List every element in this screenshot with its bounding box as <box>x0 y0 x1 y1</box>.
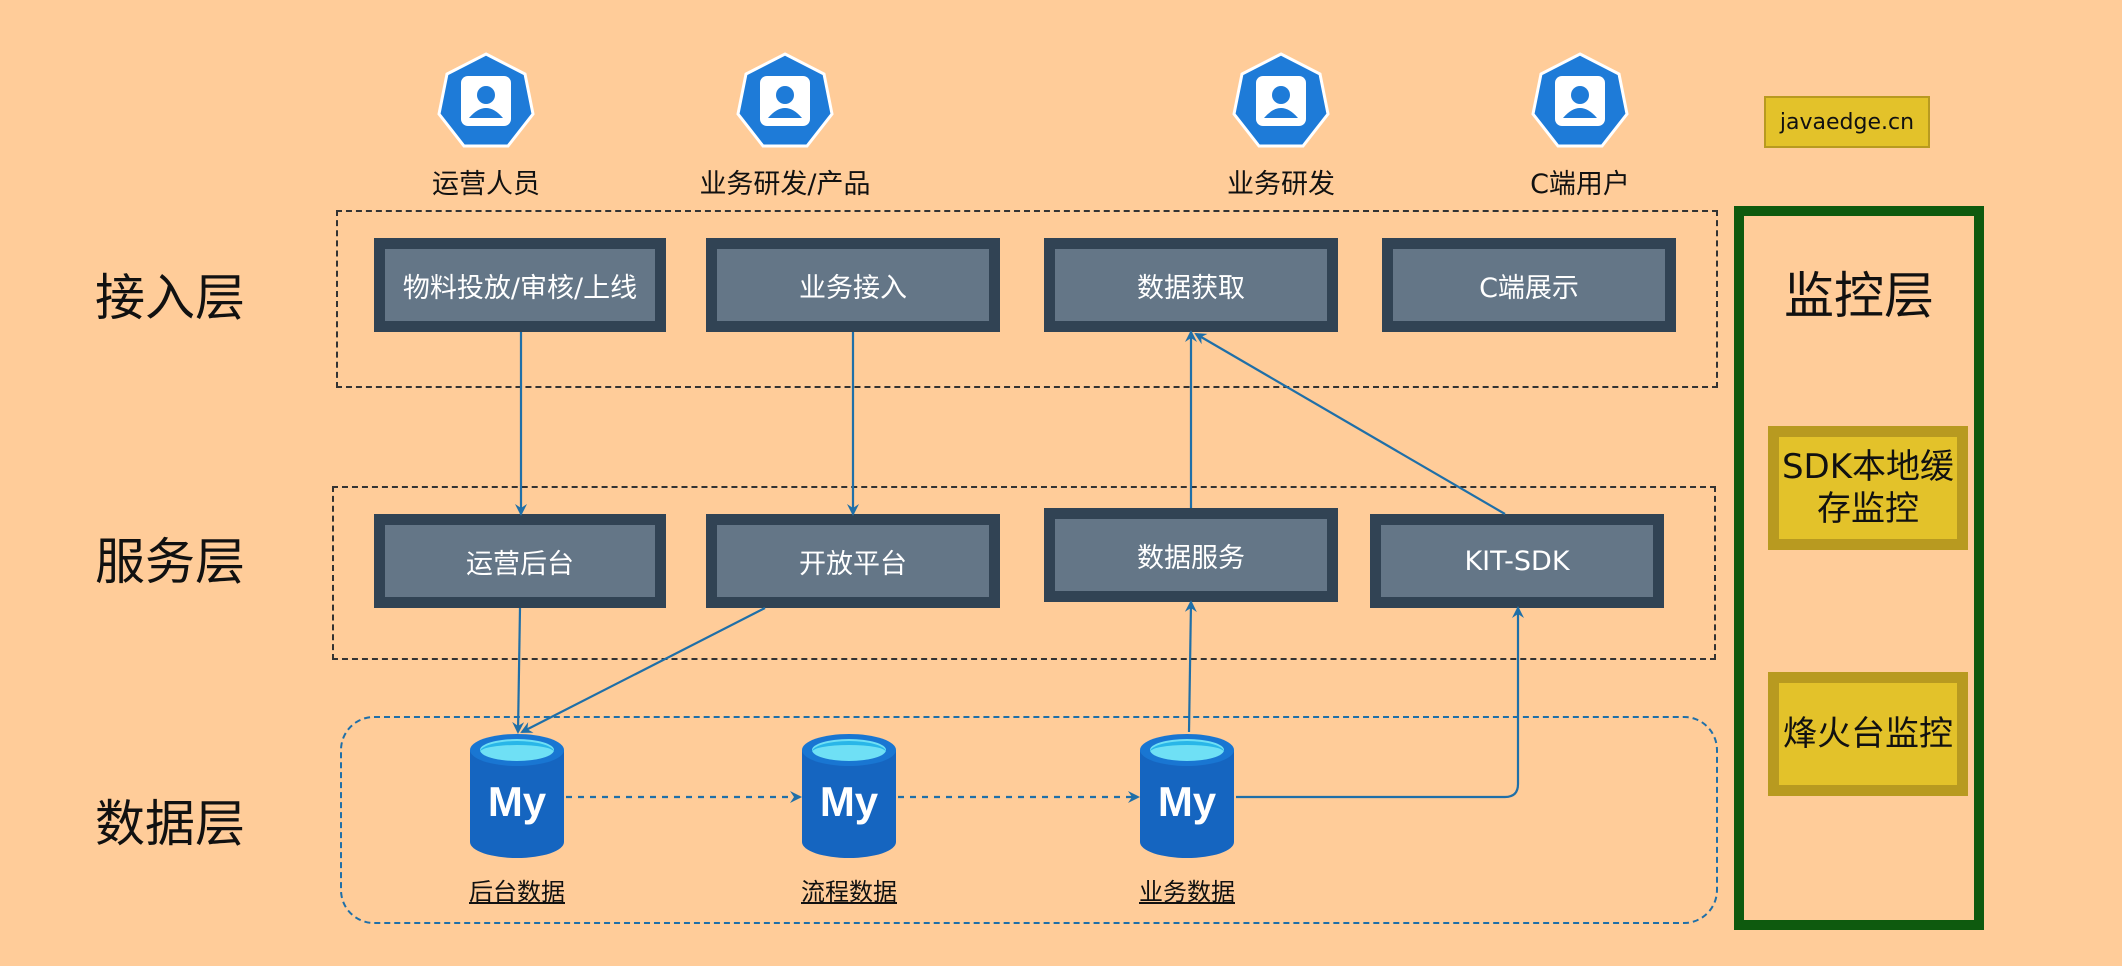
access-box-data-fetch[interactable]: 数据获取 <box>1044 238 1338 332</box>
service-box-label: KIT-SDK <box>1381 525 1653 597</box>
layer-label-service: 服务层 <box>95 533 245 591</box>
arrow-ops-to-db <box>512 607 525 734</box>
monitor-layer-panel: 监控层 SDK本地缓存监控 烽火台监控 <box>1734 206 1984 930</box>
access-box-label: C端展示 <box>1393 249 1665 321</box>
watermark-badge: javaedge.cn <box>1764 96 1930 148</box>
user-icon <box>736 52 834 154</box>
access-box-label: 物料投放/审核/上线 <box>385 249 655 321</box>
monitor-item-sdk-cache[interactable]: SDK本地缓存监控 <box>1768 426 1968 550</box>
db-label: 流程数据 <box>801 878 897 906</box>
data-layer-region <box>340 716 1718 924</box>
service-box-ops-backend[interactable]: 运营后台 <box>374 514 666 608</box>
arrow-db-to-dataservice <box>1184 600 1197 733</box>
service-layer-region <box>332 486 1716 660</box>
mysql-icon: My <box>468 732 566 864</box>
service-box-label: 运营后台 <box>385 525 655 597</box>
user-label: C端用户 <box>1530 169 1630 200</box>
user-icon <box>1232 52 1330 154</box>
arrow-db-to-kitsdk <box>1236 606 1524 799</box>
user-label: 业务研发/产品 <box>699 169 871 200</box>
service-box-open-platform[interactable]: 开放平台 <box>706 514 1000 608</box>
access-box-label: 数据获取 <box>1055 249 1327 321</box>
user-label: 业务研发 <box>1227 169 1335 200</box>
monitor-layer-title: 监控层 <box>1784 267 1934 325</box>
mysql-glyph: My <box>1158 778 1217 825</box>
db-label: 后台数据 <box>469 878 565 906</box>
service-box-kit-sdk[interactable]: KIT-SDK <box>1370 514 1664 608</box>
user-icon <box>437 52 535 154</box>
user-label: 运营人员 <box>432 169 540 200</box>
mysql-icon: My <box>800 732 898 864</box>
db-label: 业务数据 <box>1139 878 1235 906</box>
access-box-business-onboarding[interactable]: 业务接入 <box>706 238 1000 332</box>
mysql-glyph: My <box>488 778 547 825</box>
access-box-material[interactable]: 物料投放/审核/上线 <box>374 238 666 332</box>
service-box-label: 数据服务 <box>1055 519 1327 591</box>
arrow-open-to-db <box>520 607 766 733</box>
service-box-data-service[interactable]: 数据服务 <box>1044 508 1338 602</box>
mysql-glyph: My <box>820 778 879 825</box>
layer-label-data: 数据层 <box>95 795 245 853</box>
service-box-label: 开放平台 <box>717 525 989 597</box>
user-icon <box>1531 52 1629 154</box>
monitor-item-label: 烽火台监控 <box>1783 714 1953 754</box>
access-box-c-display[interactable]: C端展示 <box>1382 238 1676 332</box>
layer-label-access: 接入层 <box>95 269 245 327</box>
monitor-item-beacon[interactable]: 烽火台监控 <box>1768 672 1968 796</box>
access-box-label: 业务接入 <box>717 249 989 321</box>
mysql-icon: My <box>1138 732 1236 864</box>
monitor-item-label: SDK本地缓存监控 <box>1781 447 1955 529</box>
arrow-kitsdk-to-fetch <box>1194 332 1506 515</box>
access-layer-region <box>336 210 1718 388</box>
